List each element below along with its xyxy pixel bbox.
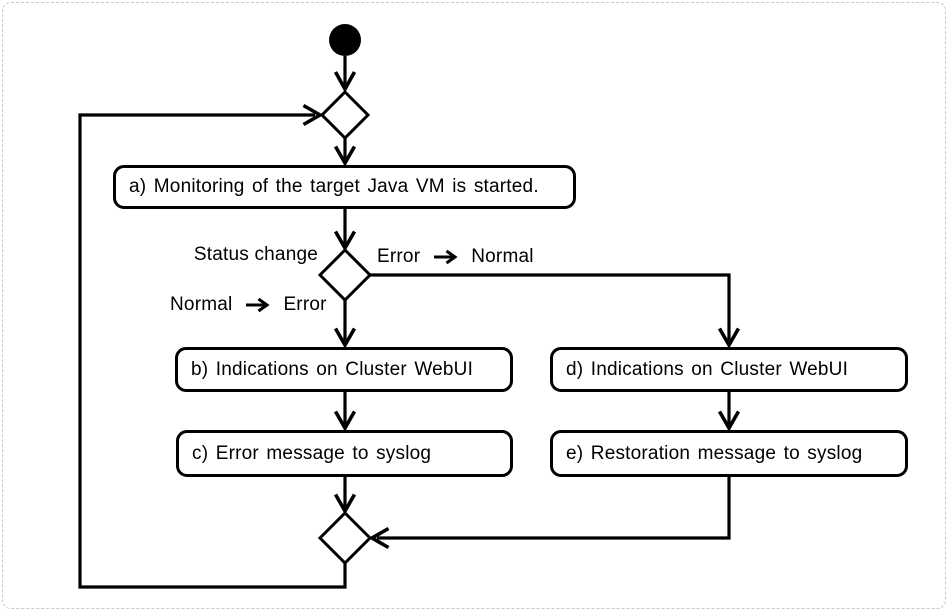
arrowhead-down-icon xyxy=(333,145,357,167)
arrowhead-down-icon xyxy=(717,410,741,432)
arrowhead-down-icon xyxy=(333,327,357,349)
status-decision-diamond xyxy=(317,247,373,303)
start-node xyxy=(329,24,361,56)
edge-loop-back xyxy=(78,113,347,589)
edge-decision-to-d xyxy=(370,273,731,341)
branch-from-text: Error xyxy=(377,246,421,267)
action-box-a: a) Monitoring of the target Java VM is s… xyxy=(113,165,576,209)
arrow-right-icon xyxy=(434,249,458,264)
arrowhead-down-icon xyxy=(717,327,741,349)
action-box-c: c) Error message to syslog xyxy=(176,430,513,477)
action-box-e: e) Restoration message to syslog xyxy=(550,430,908,477)
arrowhead-down-icon xyxy=(333,71,357,93)
bottom-merge-diamond xyxy=(317,510,373,566)
branch-from-text: Normal xyxy=(170,294,233,315)
branch-to-text: Error xyxy=(283,294,327,315)
arrowhead-down-icon xyxy=(333,410,357,432)
branch-label-normal-to-error: Normal Error xyxy=(170,294,327,315)
arrow-right-icon xyxy=(246,297,271,312)
branch-label-error-to-normal: Error Normal xyxy=(377,246,534,267)
decision-label-status-change: Status change xyxy=(193,244,318,265)
edge-e-to-bottom-merge xyxy=(377,477,731,540)
action-box-d: d) Indications on Cluster WebUI xyxy=(550,347,908,392)
branch-to-text: Normal xyxy=(471,246,534,267)
action-box-b: b) Indications on Cluster WebUI xyxy=(175,347,513,392)
top-merge-diamond xyxy=(319,89,371,141)
